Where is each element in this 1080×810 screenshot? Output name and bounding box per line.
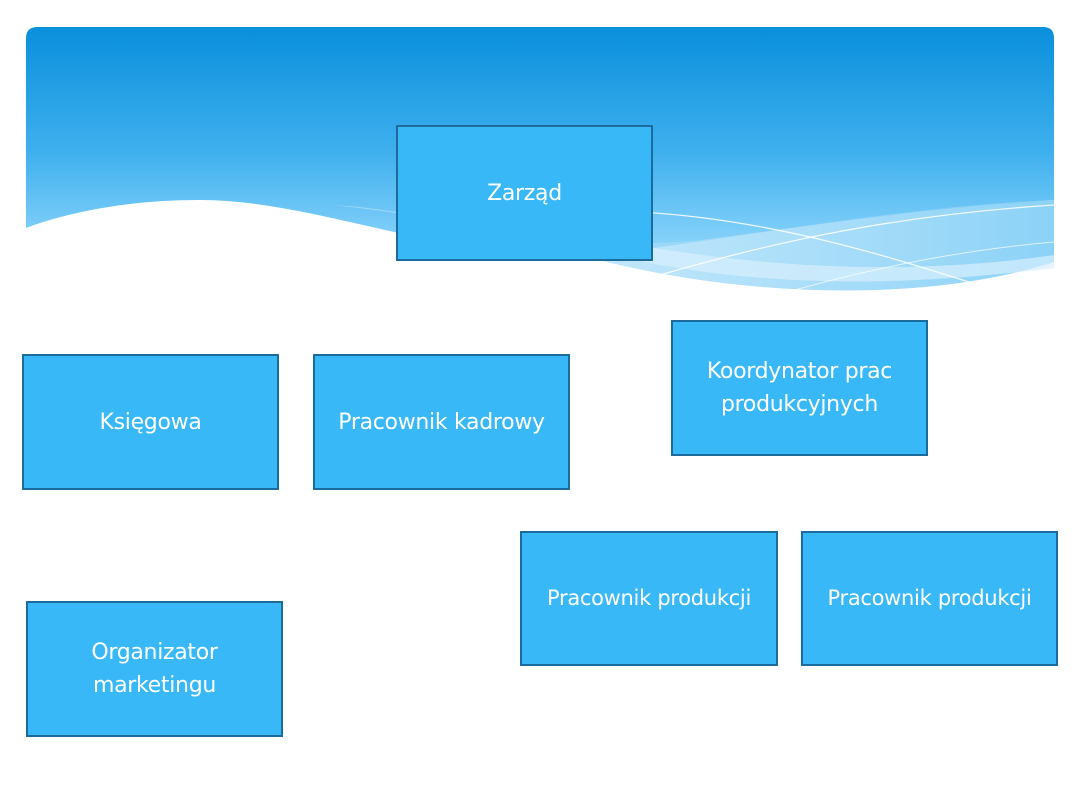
org-box-line: marketingu [92,673,217,698]
org-box-zarzad: Zarząd [396,125,653,261]
org-box-label: Zarząd [487,177,562,210]
org-box-line: Koordynator prac [706,359,893,384]
org-box-label: Organizator marketingu [91,636,218,702]
org-box-ksiegowa: Księgowa [22,354,279,490]
org-box-organizator-marketingu: Organizator marketingu [26,601,283,737]
header-wave-light [520,230,1054,282]
org-box-line: Pracownik produkcji [827,585,1032,610]
org-box-koordynator: Koordynator prac produkcyjnych [671,320,928,456]
org-box-line: Zarząd [487,180,562,206]
org-box-pracownik-produkcji-1: Pracownik produkcji [520,531,778,666]
org-box-pracownik-produkcji-2: Pracownik produkcji [801,531,1058,666]
org-box-line: Organizator [91,640,218,665]
header-wave-line-3 [759,241,1054,301]
org-box-line: Pracownik kadrowy [338,409,545,435]
header-wave-line-1 [659,204,1054,276]
org-box-line: Księgowa [99,409,202,435]
org-box-label: Pracownik produkcji [827,583,1031,615]
org-box-label: Koordynator prac produkcyjnych [706,355,893,421]
org-box-label: Pracownik kadrowy [338,406,545,439]
org-box-line: Pracownik produkcji [546,585,751,610]
header-wave-line-2 [639,211,1001,293]
org-box-label: Pracownik produkcji [547,583,751,615]
org-box-line: produkcyjnych [721,392,878,417]
org-box-pracownik-kadrowy: Pracownik kadrowy [313,354,570,490]
org-box-label: Księgowa [99,406,201,439]
